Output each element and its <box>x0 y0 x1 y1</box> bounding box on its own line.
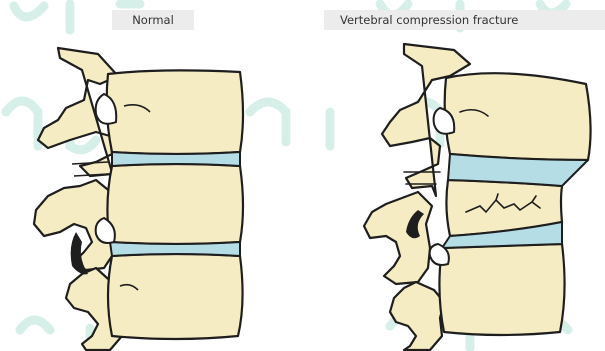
lower-vertebral-body <box>108 254 243 339</box>
upper-vertebral-body <box>445 73 591 160</box>
upper-disc <box>112 152 240 166</box>
normal-spine-illustration <box>0 36 300 351</box>
middle-vertebral-body <box>107 164 243 244</box>
lower-disc <box>110 242 240 256</box>
lower-vertebral-body <box>439 244 564 335</box>
upper-vertebral-body <box>107 70 243 154</box>
fracture-spine-illustration <box>300 36 600 351</box>
normal-label: Normal <box>112 10 194 30</box>
lower-posterior-process <box>390 282 444 350</box>
middle-posterior-process <box>364 192 432 284</box>
fracture-label: Vertebral compression fracture <box>324 10 605 30</box>
